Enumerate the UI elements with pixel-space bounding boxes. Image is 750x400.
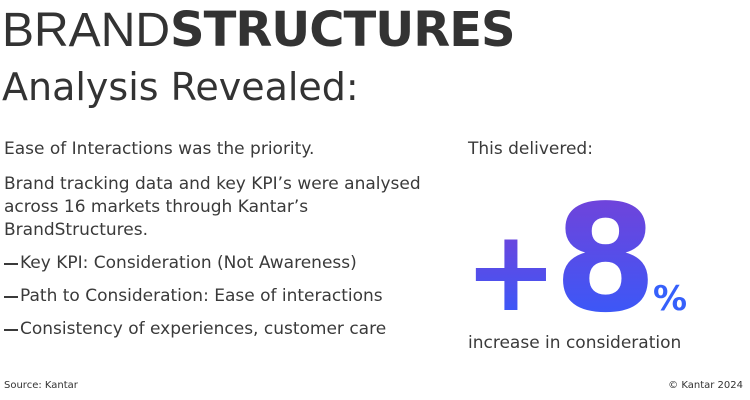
stat-caption: increase in consideration (468, 333, 682, 353)
stat-graphic: + 8 % (468, 186, 687, 326)
findings-column: Ease of Interactions was the priority. B… (4, 138, 424, 351)
result-column: This delivered: + 8 % increase in consid… (468, 138, 748, 353)
page-headline: Analysis Revealed: (2, 65, 359, 109)
stat-figure: + 8 % (468, 186, 748, 326)
bullet-text: Path to Consideration: Ease of interacti… (20, 286, 383, 306)
bullet-item: Consistency of experiences, customer car… (4, 318, 424, 341)
methodology-paragraph: Brand tracking data and key KPI’s were a… (4, 174, 421, 240)
result-lead: This delivered: (468, 139, 593, 159)
stat-value: 8 (554, 186, 657, 326)
dash-bullet-icon (4, 328, 18, 331)
bullet-item: Path to Consideration: Ease of interacti… (4, 285, 424, 308)
stat-unit: % (653, 279, 687, 319)
bullet-item: Key KPI: Consideration (Not Awareness) (4, 252, 424, 275)
source-note: Source: Kantar (4, 380, 78, 391)
brand-title-bold: STRUCTURES (170, 2, 516, 58)
priority-statement: Ease of Interactions was the priority. (4, 139, 315, 159)
bullet-text: Key KPI: Consideration (Not Awareness) (20, 253, 357, 273)
bullet-text: Consistency of experiences, customer car… (20, 319, 387, 339)
brand-title: BRANDSTRUCTURES (2, 2, 516, 59)
dash-bullet-icon (4, 262, 18, 265)
stat-sign: + (468, 207, 558, 326)
brand-title-light: BRAND (2, 4, 171, 57)
copyright-note: © Kantar 2024 (668, 380, 743, 391)
dash-bullet-icon (4, 295, 18, 298)
